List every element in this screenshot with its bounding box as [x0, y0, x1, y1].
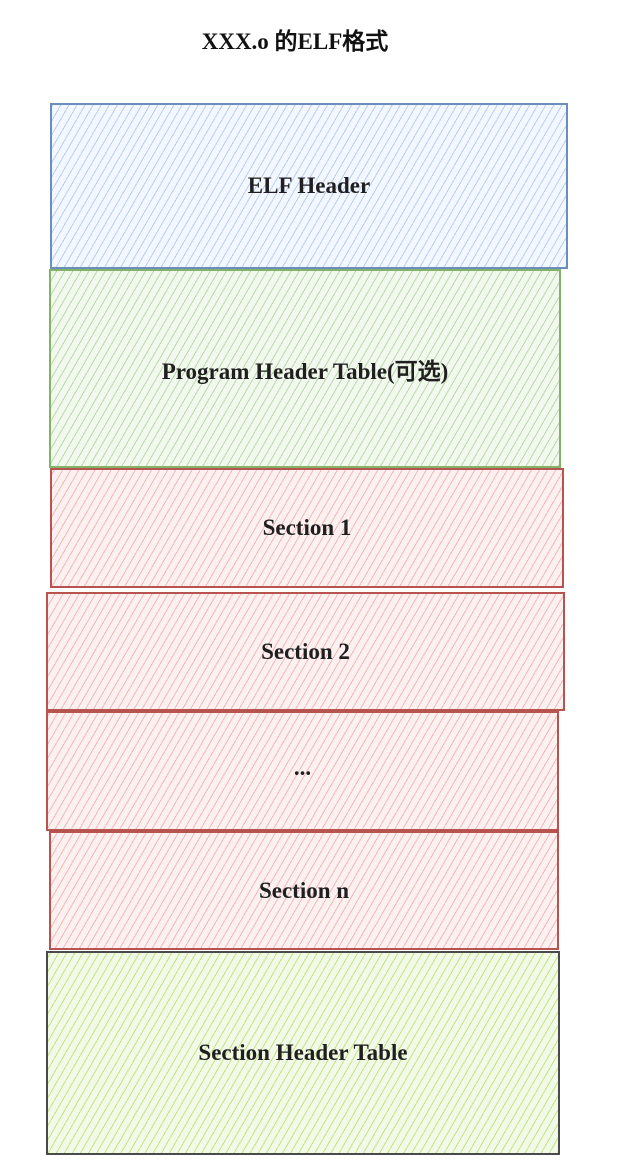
ellipsis-section-block: ... — [46, 711, 559, 831]
section-header-table-block: Section Header Table — [46, 951, 560, 1155]
section-1-label: Section 1 — [262, 515, 352, 540]
section-1-block: Section 1 — [50, 468, 564, 588]
ellipsis-label: ... — [293, 755, 312, 780]
section-header-table-label: Section Header Table — [198, 1040, 408, 1065]
section-2-label: Section 2 — [261, 638, 350, 664]
elf-header-block: ELF Header — [50, 103, 568, 269]
elf-header-label: ELF Header — [247, 173, 371, 198]
section-n-block: Section n — [49, 831, 559, 950]
section-2-block: Section 2 — [46, 592, 565, 711]
program-header-table-block: Program Header Table(可选) — [49, 269, 561, 468]
program-header-table-label: Program Header Table(可选) — [161, 358, 449, 384]
diagram-title: XXX.o 的ELF格式 — [201, 29, 389, 54]
section-n-label: Section n — [258, 877, 350, 903]
